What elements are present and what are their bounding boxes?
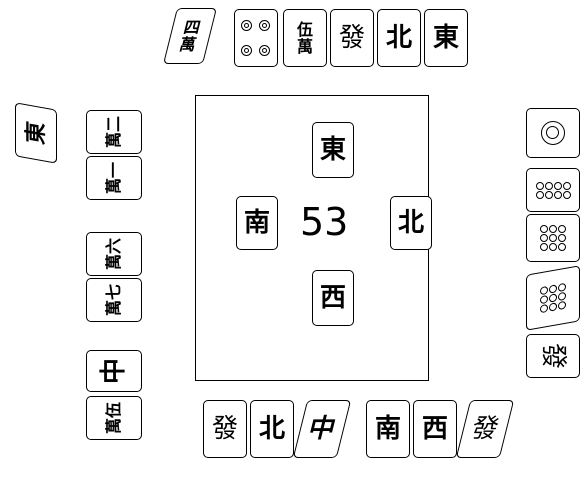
right-tile-9-pin[interactable] [526,214,580,262]
pin-dots-icon [540,282,566,314]
tile-char: 南 [374,414,401,444]
left-tile-1-man[interactable]: 萬一 [86,156,142,200]
bottom-tile-south[interactable]: 南 [366,400,410,458]
tile-char: 發 [468,414,502,444]
tile-char: 北 [258,414,285,444]
center-wind-left: 南 [236,196,278,250]
right-tile-9-pin-tilted[interactable] [526,265,580,331]
top-discard-tile-4-man[interactable]: 四 萬 [163,8,217,64]
right-tile-hatsu[interactable]: 發 [526,334,580,378]
tile-char: 發 [537,342,568,370]
wind-char: 南 [243,208,270,238]
tile-char: 西 [421,414,448,444]
pin-dot-icon [241,45,252,56]
tile-face: 萬六 [104,237,123,271]
tile-char: 中 [98,357,129,385]
left-tile-7-man[interactable]: 萬七 [86,278,142,322]
bottom-tile-hatsu-2[interactable]: 發 [455,400,515,458]
top-meld-tile-north[interactable]: 北 [377,9,421,67]
bottom-tile-hatsu-1[interactable]: 發 [203,400,247,458]
wind-char: 北 [397,208,424,238]
top-meld-tile-5-man[interactable]: 伍 萬 [283,9,327,67]
tile-face: 萬一 [104,161,123,195]
center-wind-bottom: 西 [312,270,354,326]
center-wind-top: 東 [312,122,354,178]
left-tile-6-man[interactable]: 萬六 [86,232,142,276]
tile-number: 伍 [296,19,313,39]
tile-face: 萬伍 [104,401,123,435]
tile-char: 中 [305,414,339,444]
tile-suit: 萬 [177,34,199,54]
pin-dot-icon [259,45,270,56]
pin-dot-icon [259,20,270,31]
top-meld-tile-4-pin[interactable] [234,9,278,67]
right-tile-8-pin[interactable] [526,168,580,212]
tile-face: 萬七 [104,283,123,317]
left-tile-5-man[interactable]: 萬伍 [86,396,142,440]
pin-circle-icon [541,121,565,145]
tile-char: 北 [385,23,412,53]
left-tile-2-man[interactable]: 萬二 [86,110,142,154]
wind-char: 東 [319,135,346,165]
wind-char: 西 [319,283,346,313]
tile-suit: 萬 [296,36,313,56]
left-lone-tile-east[interactable]: 東 [15,102,57,164]
tile-char: 發 [338,23,365,53]
tile-char: 東 [23,119,49,147]
top-meld-tile-hatsu[interactable]: 發 [330,9,374,67]
wall-count: 53 [300,200,349,244]
center-wind-right: 北 [390,196,432,250]
pin-dots-icon [535,181,571,199]
tile-face: 萬二 [104,115,123,149]
pin-dot-icon [241,20,252,31]
bottom-tile-west[interactable]: 西 [413,400,457,458]
bottom-tile-chun[interactable]: 中 [292,400,352,458]
pin-dots-icon [540,225,566,251]
tile-char: 東 [432,23,459,53]
top-meld-tile-east[interactable]: 東 [424,9,468,67]
tile-number: 四 [181,17,203,37]
left-tile-chun[interactable]: 中 [86,350,142,392]
bottom-tile-north[interactable]: 北 [250,400,294,458]
right-tile-1-pin[interactable] [526,108,580,158]
tile-char: 發 [211,414,238,444]
